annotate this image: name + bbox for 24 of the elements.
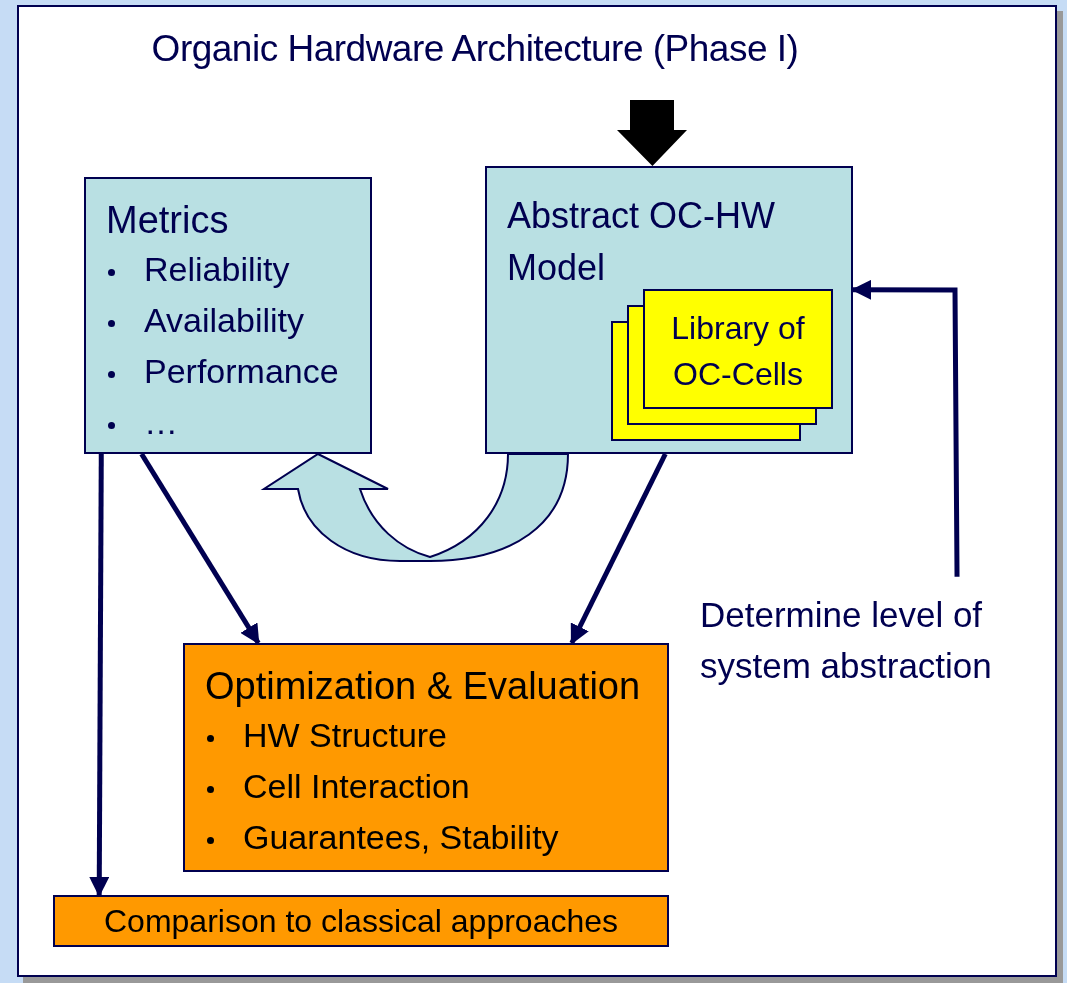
bullet-text: … [144,405,178,439]
arrow [569,452,668,645]
model-box [485,166,853,454]
annotation-text: Determine level of system abstraction [700,594,993,687]
box-heading: Optimization & Evaluation [205,667,641,705]
arrow [89,454,110,897]
bullet-text: Guarantees, Stability [243,820,559,854]
curved-block-arrow [263,453,569,562]
bullet-text: Performance [144,354,339,388]
bullet-text: Reliability [144,252,290,286]
bullet-text: HW Structure [243,718,448,752]
box-heading: Abstract OC-HW Model [507,194,776,291]
bullet-text: Cell Interaction [243,769,470,803]
diagram-title: Organic Hardware Architecture (Phase I) [150,28,800,70]
arrow [139,452,261,645]
box-text: Comparison to classical approaches [103,905,619,937]
card-text: Library of OC-Cells [670,309,806,395]
metrics-box [84,177,372,454]
arrow [851,279,960,577]
bullet-text: Availability [144,303,304,337]
comparison-box [53,895,669,947]
box-heading: Metrics [106,201,229,239]
optimization-box [183,643,669,872]
block-arrow [617,100,687,166]
